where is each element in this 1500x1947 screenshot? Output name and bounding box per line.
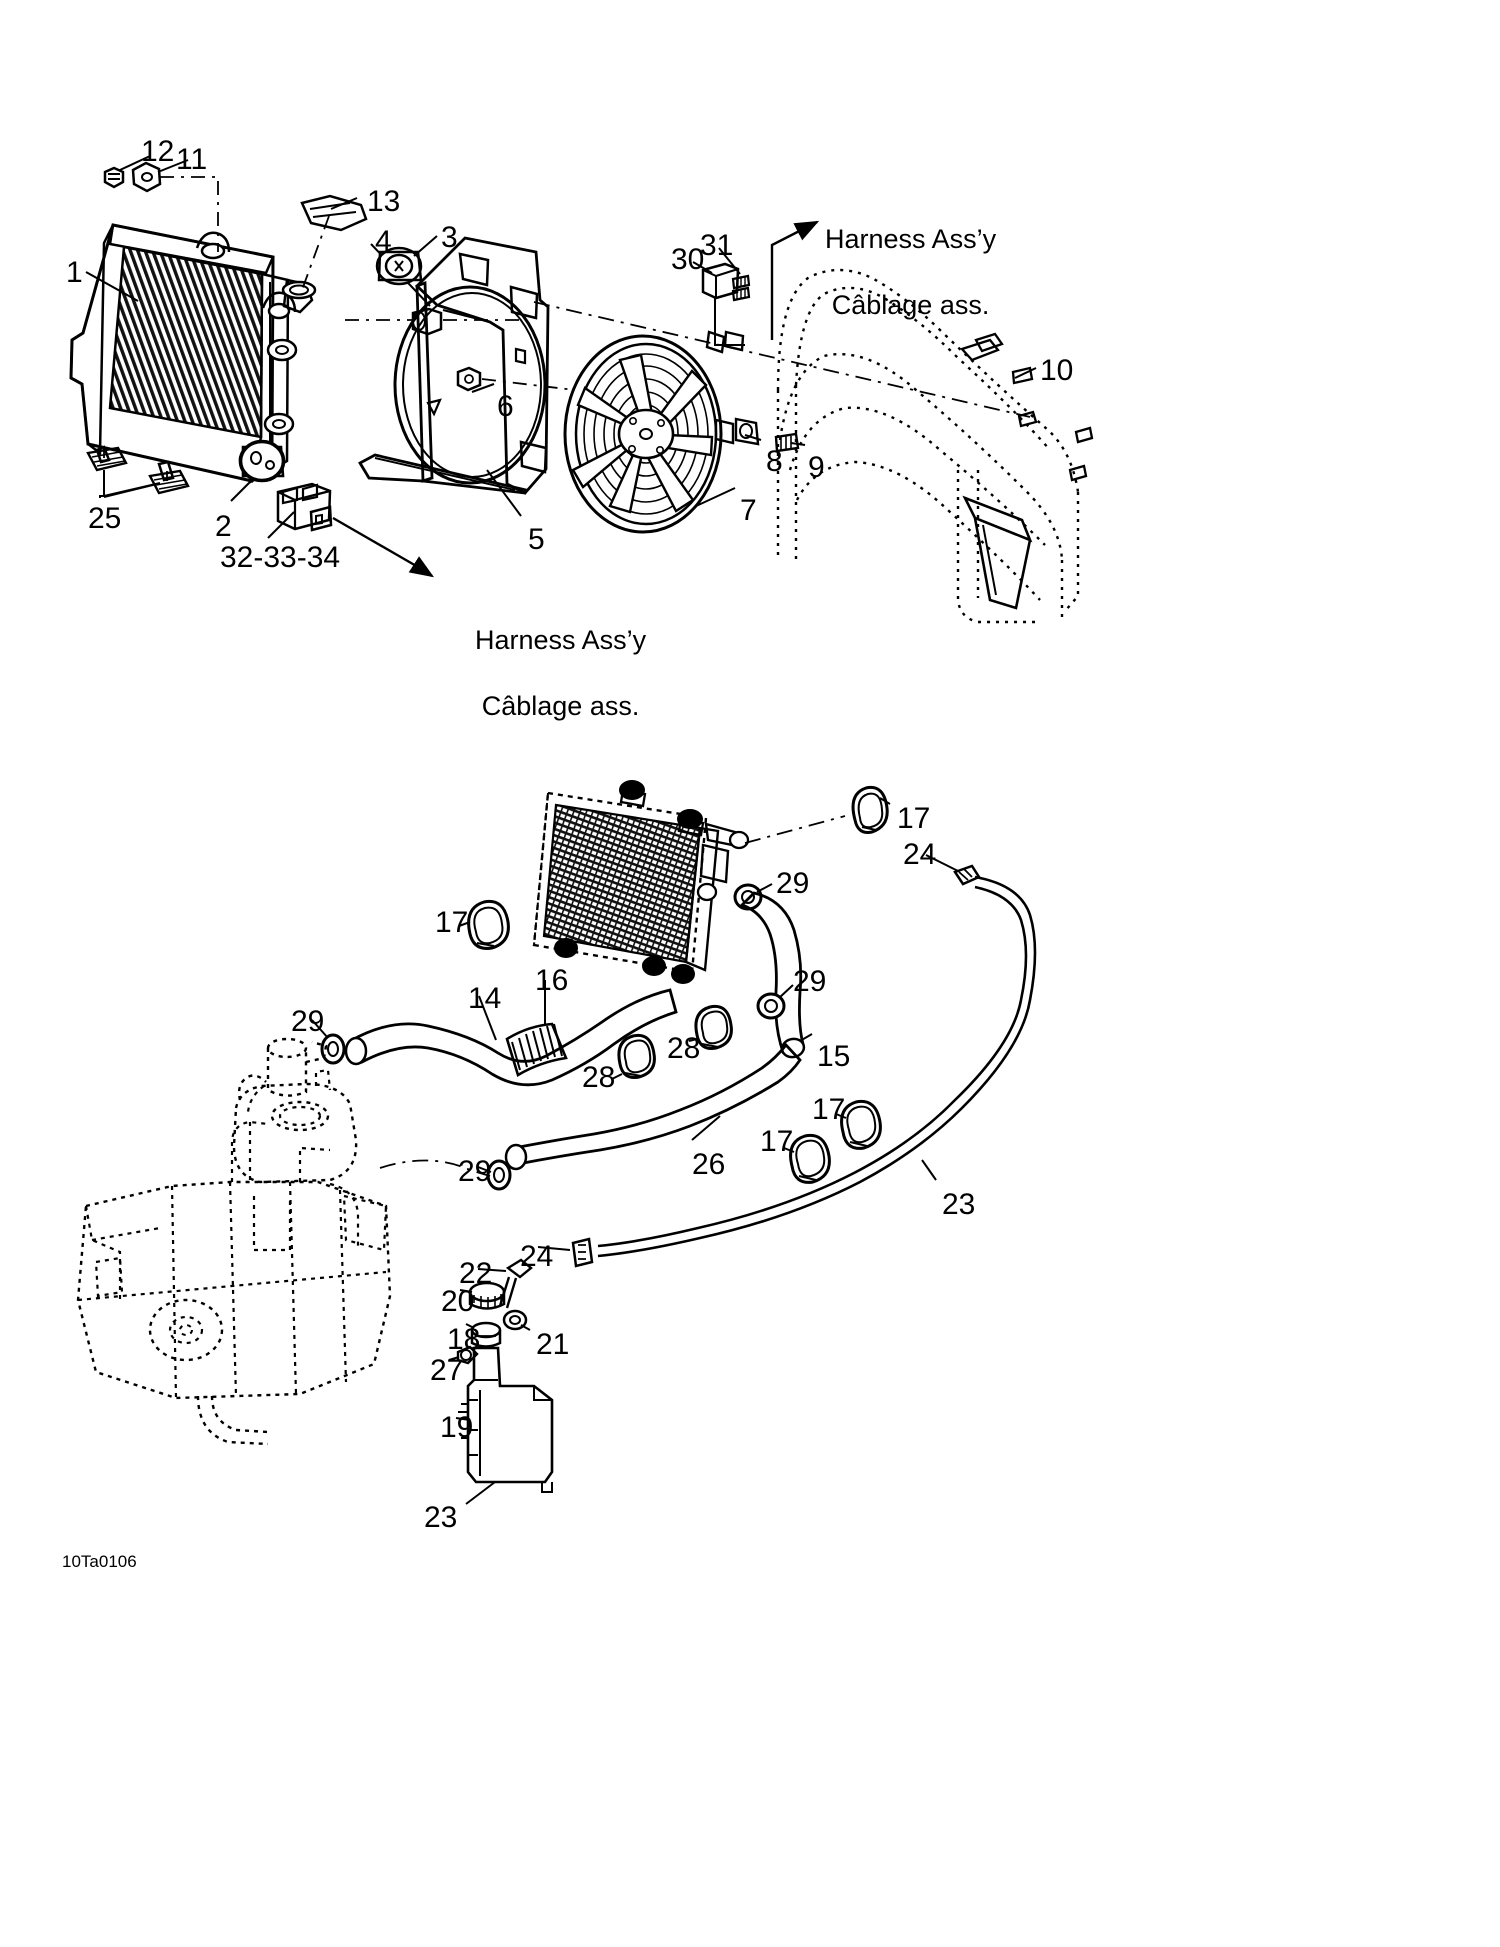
hose-clamp-17-a — [851, 785, 891, 834]
callout-11: 11 — [176, 143, 208, 176]
hose-clamp-17-b — [458, 899, 510, 950]
callout-2: 2 — [215, 510, 232, 543]
engine-phantom — [76, 1037, 392, 1446]
radiator-part-1 — [69, 223, 317, 484]
harness-note-left: Harness Ass’y Câblage ass. — [445, 591, 646, 756]
o-ring-29-a — [733, 883, 773, 911]
drawing-code: 10Ta0106 — [62, 1552, 137, 1571]
hose-spring-sleeve-part-16 — [505, 1022, 568, 1077]
callout-7: 7 — [740, 494, 757, 527]
callout-12: 12 — [141, 135, 175, 168]
callout-29-d: 29 — [458, 1155, 492, 1188]
callout-21: 21 — [536, 1328, 570, 1361]
callout-31: 31 — [700, 229, 734, 262]
overflow-hose-part-23 — [597, 875, 1037, 1258]
callout-17-a: 17 — [897, 802, 931, 835]
fan-shroud-part-5 — [358, 236, 550, 517]
callout-17-c: 17 — [812, 1093, 846, 1126]
callout-20: 20 — [441, 1285, 475, 1318]
hose-clip-24-b — [537, 1237, 594, 1268]
callout-32-33-34: 32-33-34 — [220, 541, 341, 574]
frame-fasteners — [959, 332, 1094, 482]
callout-29-c: 29 — [291, 1005, 325, 1038]
hose-clamp-17-d — [783, 1133, 831, 1184]
callout-3: 3 — [441, 221, 458, 254]
coolant-reservoir-part-19 — [455, 1346, 554, 1505]
callout-1: 1 — [66, 256, 83, 289]
callout-24-b: 24 — [520, 1240, 554, 1273]
thermo-switch-connector-part-32-33-34 — [267, 482, 333, 539]
o-ring-29-b — [756, 984, 794, 1020]
hose-clamp-17-c — [835, 1099, 882, 1150]
lower-assembly — [76, 780, 1037, 1505]
callout-23-a: 23 — [942, 1188, 976, 1221]
cooling-fan-part-7 — [563, 330, 745, 534]
callout-18: 18 — [447, 1323, 481, 1356]
callout-29-a: 29 — [776, 867, 810, 900]
callout-29-b: 29 — [793, 965, 827, 998]
callout-17-b: 17 — [435, 906, 469, 939]
callout-10: 10 — [1040, 354, 1074, 387]
callout-15: 15 — [817, 1040, 851, 1073]
callout-28-b: 28 — [582, 1061, 616, 1094]
callout-9: 9 — [808, 451, 825, 484]
callout-14: 14 — [468, 982, 502, 1015]
grommet-part-2 — [230, 439, 286, 502]
o-ring-29-d — [477, 1159, 512, 1191]
harness-note-right: Harness Ass’y Câblage ass. — [795, 190, 996, 355]
o-ring-29-c — [311, 1019, 346, 1065]
small-cooler-phantom — [532, 780, 750, 984]
callout-23-b: 23 — [424, 1501, 458, 1534]
callout-17-d: 17 — [760, 1125, 794, 1158]
plug-part-27 — [448, 1345, 479, 1365]
callout-8: 8 — [766, 445, 783, 478]
screw-part-31 — [718, 247, 751, 302]
callout-24-a: 24 — [903, 838, 937, 871]
upper-assembly — [69, 155, 1094, 624]
callout-27: 27 — [430, 1354, 464, 1387]
mount-grommet-part-25 — [86, 446, 190, 498]
hose-clamp-small-28-a — [688, 1004, 733, 1050]
reservoir-cap-ring-part-21 — [502, 1309, 531, 1331]
hose-clamp-small-28-b — [611, 1033, 656, 1080]
harness-note-right-line1: Harness Ass’y — [825, 223, 997, 254]
hose-lower-part-26 — [504, 1042, 802, 1171]
frame-phantom — [776, 268, 1080, 624]
callout-5: 5 — [528, 523, 545, 556]
reservoir-neck-seal-part-18 — [465, 1321, 502, 1348]
harness-note-left-line1: Harness Ass’y — [475, 624, 647, 655]
grommet-part-3 — [375, 235, 438, 286]
radiator-cap-part-13 — [300, 194, 368, 232]
clamp-part-8 — [734, 417, 762, 446]
callout-19: 19 — [440, 1411, 474, 1444]
nut-part-6 — [456, 366, 495, 393]
callout-22: 22 — [459, 1257, 493, 1290]
nut-part-12 — [103, 155, 151, 189]
washer-part-11 — [131, 159, 189, 193]
callout-30: 30 — [671, 243, 705, 276]
callout-13: 13 — [367, 185, 401, 218]
callout-4: 4 — [375, 225, 392, 258]
callout-25: 25 — [88, 502, 122, 535]
callout-26: 26 — [692, 1148, 726, 1181]
reservoir-cap-part-20 — [459, 1281, 506, 1310]
callout-16: 16 — [535, 964, 569, 997]
callout-6: 6 — [497, 390, 514, 423]
harness-note-left-line2: Câblage ass. — [481, 690, 640, 721]
harness-note-right-line2: Câblage ass. — [831, 289, 990, 320]
callout-28-a: 28 — [667, 1032, 701, 1065]
hose-upper-part-14 — [344, 980, 678, 1087]
